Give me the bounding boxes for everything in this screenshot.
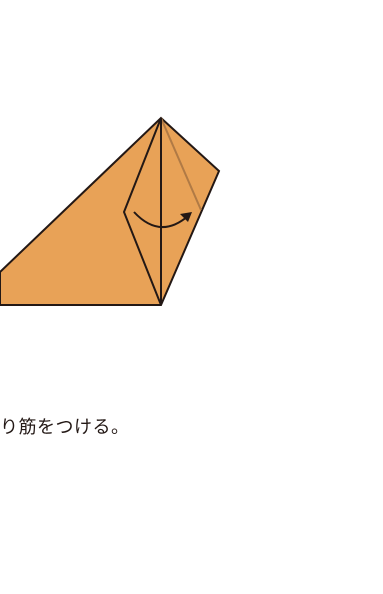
instruction-caption: り筋をつける。 xyxy=(0,419,130,437)
paper-shape xyxy=(0,118,219,305)
